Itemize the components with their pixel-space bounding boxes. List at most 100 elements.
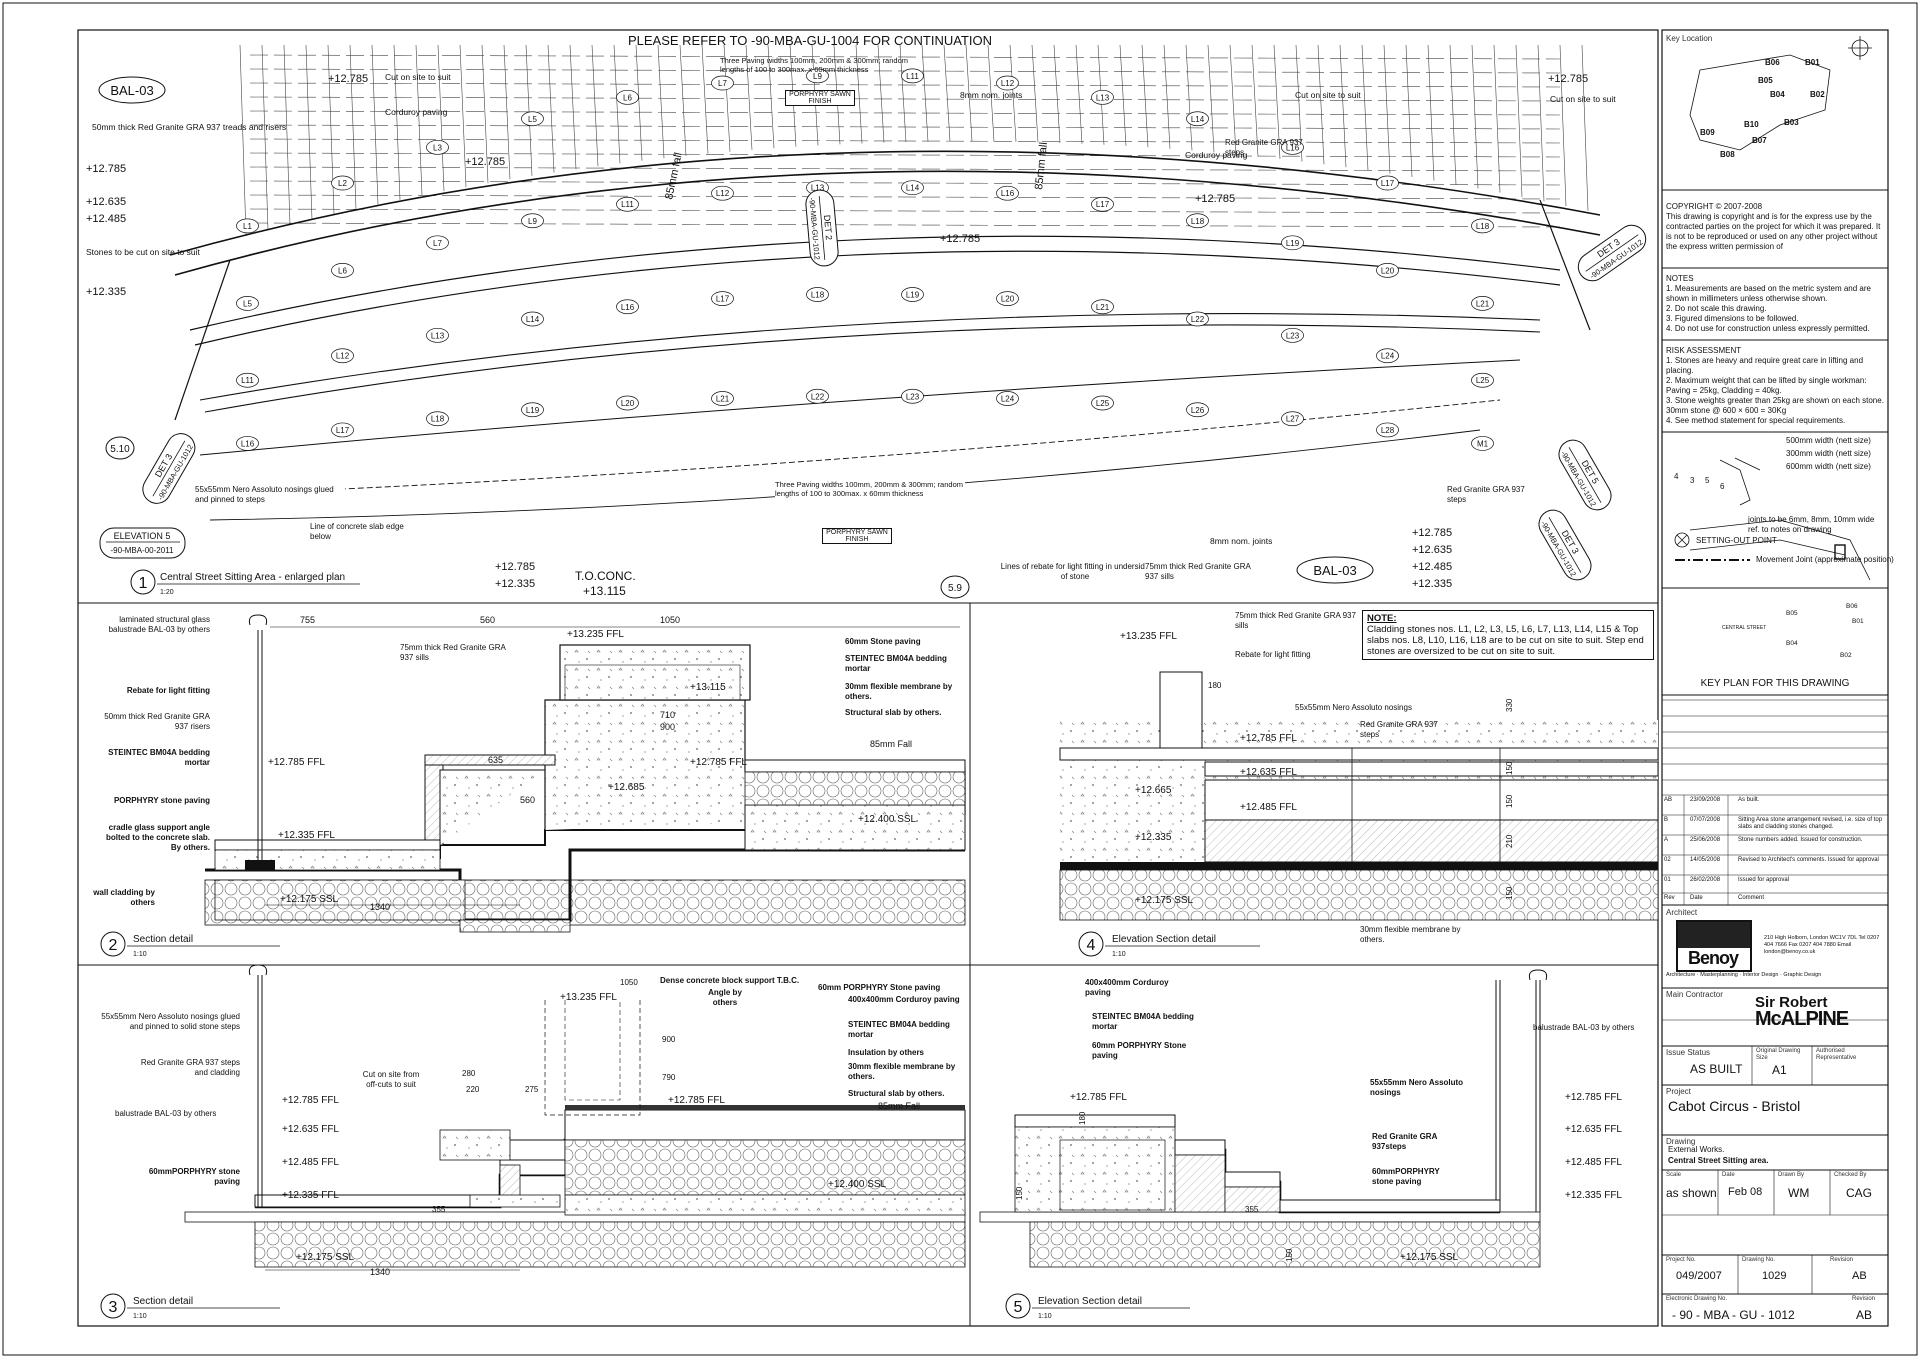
revision-row: B 07/07/2008 Sitting Area stone arrangem… xyxy=(1662,815,1888,835)
paving-joint-line xyxy=(327,44,335,215)
stone-code-bubble xyxy=(711,75,734,91)
sec3-r-support: Dense concrete block support T.B.C. xyxy=(660,976,799,985)
project-no-label: Project No. xyxy=(1666,1257,1696,1263)
stone-code: L17 xyxy=(1096,200,1110,209)
section-3-text: 55x55mm Nero Assoluto nosings glued and … xyxy=(101,976,959,1277)
grid-bubble-510-text: 5.10 xyxy=(110,444,130,455)
sec4-label-nosings: 55x55mm Nero Assoluto nosings xyxy=(1295,703,1412,712)
sec2-label-wall: wall cladding by others xyxy=(93,888,155,907)
sec2-fall: 85mm Fall xyxy=(870,739,912,749)
sec4-note: NOTE: Cladding stones nos. L1, L2, L3, L… xyxy=(1362,610,1654,660)
architect-logo-mark xyxy=(1678,922,1750,948)
stone-code-bubble xyxy=(806,68,829,84)
paving-joint-line xyxy=(701,44,709,154)
plan-level-left-4: +12.335 xyxy=(86,286,126,298)
rev-comment: Revised to Architect's comments. Issued … xyxy=(1738,857,1879,863)
stone-code-bubble xyxy=(1091,196,1114,212)
stone-code: L2 xyxy=(338,179,347,188)
revision-row: 01 26/02/2008 Issued for approval xyxy=(1662,875,1888,893)
stone-code-bubble xyxy=(1186,311,1209,327)
drawing-no-value: 1029 xyxy=(1762,1270,1787,1282)
stone-code: L9 xyxy=(813,72,822,81)
keyplan-b01: B01 xyxy=(1852,618,1864,625)
stone-code-bubble xyxy=(521,213,544,229)
stone-code: M1 xyxy=(1477,439,1489,448)
stone-code: L19 xyxy=(1286,239,1300,248)
stone-code-bubble xyxy=(1376,422,1399,438)
electronic-label: Electronic Drawing No. xyxy=(1666,1296,1728,1302)
stone-code: L12 xyxy=(1001,79,1015,88)
revision-value: AB xyxy=(1852,1270,1867,1282)
stone-code: L21 xyxy=(716,395,730,404)
architect-address: 210 High Holborn, London WC1V 7DL Tel 02… xyxy=(1764,935,1880,955)
stone-code-bubble xyxy=(236,372,259,388)
key-block-b04: B04 xyxy=(1770,90,1785,99)
stone-code-bubble xyxy=(1186,213,1209,229)
paving-joint-line xyxy=(657,44,665,159)
detail-3-title: Section detail xyxy=(133,1296,193,1307)
stone-code: L14 xyxy=(906,184,920,193)
paving-joint-line xyxy=(1207,44,1215,153)
legend-width-300: 300mm width (nett size) xyxy=(1786,449,1871,458)
det2-callout: DET 2 -90-MBA-GU-1012 xyxy=(805,189,839,267)
rev-comment: Issued for approval xyxy=(1738,877,1790,883)
keyplan-title: KEY PLAN FOR THIS DRAWING xyxy=(1700,678,1850,689)
paving-joint-line xyxy=(1053,44,1061,143)
section-detail-2 xyxy=(204,614,966,933)
paving-joint-line xyxy=(1273,44,1281,160)
detail-2-scale: 1:10 xyxy=(133,951,147,958)
stone-code: L26 xyxy=(1191,406,1205,415)
sec5-dim-1: 180 xyxy=(1078,1111,1087,1125)
sec2-dim-8: 1340 xyxy=(370,902,390,912)
stone-code-bubble xyxy=(521,402,544,418)
contractor-label: Main Contractor xyxy=(1666,990,1723,999)
stone-code-bubble xyxy=(806,287,829,302)
paving-joint-line xyxy=(1185,44,1193,151)
stone-code-bubble xyxy=(901,287,924,302)
detail-title-4: 4 Elevation Section detail 1:10 xyxy=(1078,931,1260,958)
sec3-dim-5: 220 xyxy=(466,1085,480,1094)
key-block-b08: B08 xyxy=(1720,150,1735,159)
revision2-value: AB xyxy=(1856,1308,1873,1322)
section-detail-3 xyxy=(184,964,1501,1268)
paving-joint-line xyxy=(1141,44,1149,148)
sec5-label-mortar: STEINTEC BM04A bedding mortar xyxy=(1092,1012,1194,1031)
plan-level-left-1: +12.785 xyxy=(86,163,126,175)
plan-label-joints-bottom: 8mm nom. joints xyxy=(1210,536,1272,546)
scale-label: Scale xyxy=(1666,1172,1682,1178)
grid-bubble-59-text: 5.9 xyxy=(948,583,962,594)
sec3-level-5: +12.485 FFL xyxy=(282,1157,339,1168)
stone-code-bubble xyxy=(711,391,734,406)
det2-label: DET 2 xyxy=(822,214,834,240)
detail-title-2: 2 Section detail 1:10 xyxy=(100,931,280,958)
sec4-dim-4: 150 xyxy=(1505,794,1514,808)
revision-row: A 25/06/2008 Stone numbers added. Issued… xyxy=(1662,835,1888,855)
paving-joint-line xyxy=(1427,44,1435,181)
sec4-dim-6: 150 xyxy=(1505,886,1514,900)
stone-code-bubble xyxy=(1281,235,1304,251)
plan-label-nosings: 55x55mm Nero Assoluto nosings glued and … xyxy=(195,485,345,505)
stone-code: L11 xyxy=(906,72,919,81)
plan-tag-left-text: BAL-03 xyxy=(110,83,153,98)
sec4-level-3: +12.635 FFL xyxy=(1240,767,1297,778)
stone-code: L28 xyxy=(1381,426,1395,435)
plan-label-concrete-edge: Line of concrete slab edge below xyxy=(310,522,420,542)
stone-code-bubble xyxy=(616,196,639,212)
stone-code: L17 xyxy=(1381,179,1395,188)
sec5-label-balustrade: balustrade BAL-03 by others xyxy=(1533,1023,1634,1032)
stone-code: L6 xyxy=(623,93,632,102)
sec3-fall: 85mm Fall xyxy=(878,1101,920,1111)
elevation-5-label: ELEVATION 5 xyxy=(114,531,171,541)
sec2-label-rebate: Rebate for light fitting xyxy=(127,686,210,695)
sec2-label-porphyry: PORPHYRY stone paving xyxy=(114,796,210,805)
plan-level-bottom-2: +12.335 xyxy=(495,578,535,590)
det3-callout-bottom-right: DET 3 -90-MBA-GU-1012 xyxy=(1538,509,1592,581)
rev-date: 25/06/2008 xyxy=(1690,837,1721,843)
rev-head-date: Date xyxy=(1690,895,1703,901)
sec2-dim-4: 635 xyxy=(488,755,503,765)
key-block-b02: B02 xyxy=(1810,90,1825,99)
detail-4-scale: 1:10 xyxy=(1112,951,1126,958)
size-label: Original Drawing Size xyxy=(1756,1048,1801,1061)
drawing-line-2: Central Street Sitting area. xyxy=(1668,1156,1769,1165)
sec2-r-slab: Structural slab by others. xyxy=(845,708,941,717)
